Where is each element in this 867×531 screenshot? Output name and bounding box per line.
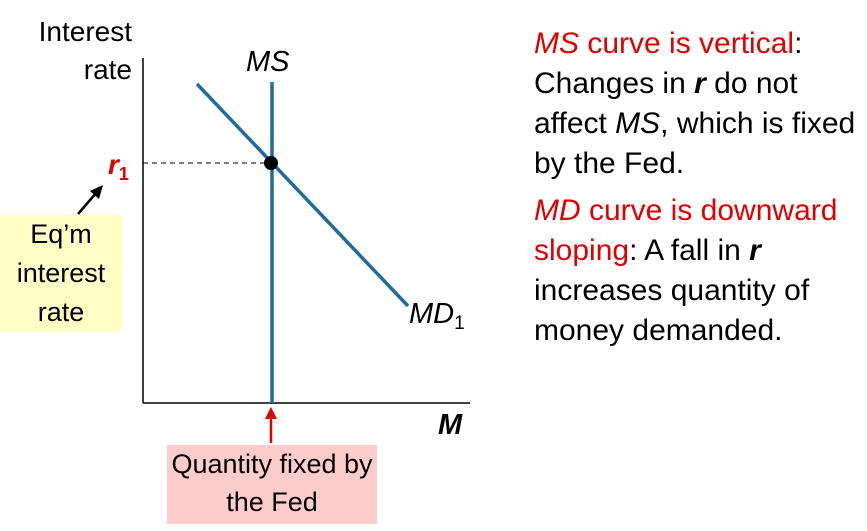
md-note-heading-term: MD [534,194,581,227]
ms-note: MS curve is vertical: Changes in r do no… [534,24,864,184]
ms-note-heading-term: MS [534,27,579,60]
quantity-fixed-callout: Quantity fixed by the Fed [167,445,377,524]
ms-curve-label: MS [246,46,290,78]
eq-rate-arrowhead [90,185,103,199]
r1-label: r1 [108,149,129,185]
equilibrium-point [264,156,278,170]
explanation-notes: MS curve is vertical: Changes in r do no… [534,24,864,351]
md-note-colon: : [629,234,638,267]
md-note-heading: MD curve is downward sloping [534,194,837,267]
ms-note-heading: MS curve is vertical [534,27,794,60]
eq-rate-arrow [77,191,98,215]
md-note-body-2: increases quantity of money demanded. [534,274,810,347]
ms-note-body-3: , which is fixed by the Fed. [534,107,856,180]
md-note-body-1: A fall in [637,234,750,267]
ms-note-body-r: r [694,67,706,100]
quantity-arrowhead [265,407,277,419]
y-axis-label: Interest rate [38,16,132,85]
r1-label-text: r [108,149,119,180]
md-curve-label: MD1 [409,298,465,335]
ms-note-body-1: Changes in [534,67,695,100]
ms-note-colon: : [794,27,803,60]
md-curve [195,82,410,308]
r1-label-subscript: 1 [118,164,129,184]
md-note: MD curve is downward sloping: A fall in … [534,191,864,351]
md-note-heading-rest: curve is downward sloping [534,194,838,267]
ms-note-body-ms: MS [615,107,661,140]
ms-note-body-2: do not affect [534,67,798,140]
md-label-subscript: 1 [454,313,465,334]
md-label-text: MD [409,298,455,330]
md-note-body-r: r [749,234,761,267]
x-axis-label: M [438,409,463,441]
eq-rate-callout: Eq’m interest rate [0,215,122,332]
ms-note-heading-rest: curve is vertical [579,27,795,60]
